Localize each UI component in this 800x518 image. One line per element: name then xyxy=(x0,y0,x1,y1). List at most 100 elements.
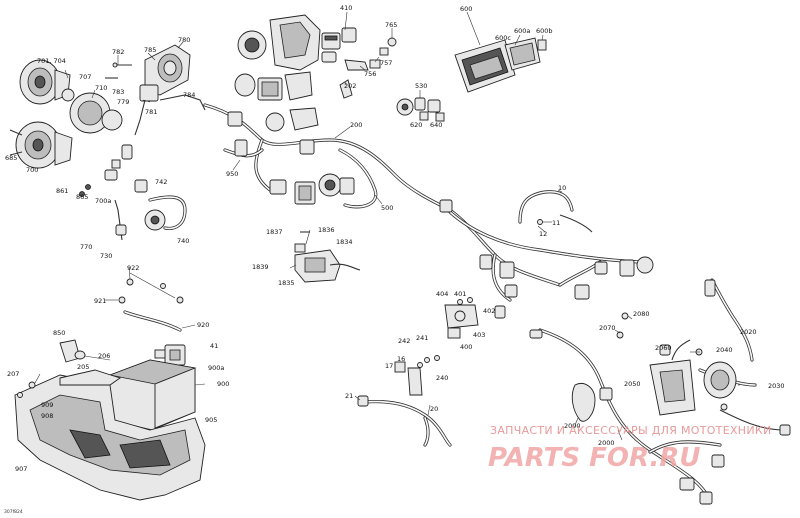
callout-922: 922 xyxy=(127,264,139,272)
callout-410: 410 xyxy=(340,4,352,12)
callout-2080: 2080 xyxy=(633,310,650,318)
callout-400: 400 xyxy=(460,343,472,351)
relay-cluster-530 xyxy=(396,97,445,122)
callout-756: 756 xyxy=(364,70,376,78)
harness-920 xyxy=(123,310,182,332)
callout-782: 782 xyxy=(112,48,124,56)
callout-620: 620 xyxy=(410,121,422,129)
callout-240: 240 xyxy=(436,374,448,382)
callout-21: 21 xyxy=(345,392,353,400)
callout-16: 16 xyxy=(397,355,405,363)
callout-402: 402 xyxy=(483,307,495,315)
callout-401: 401 xyxy=(454,290,466,298)
callout-403: 403 xyxy=(473,331,485,339)
callout-779: 779 xyxy=(117,98,129,106)
callout-865: 865 xyxy=(76,193,88,201)
callout-908: 908 xyxy=(41,412,53,420)
callout-730: 730 xyxy=(100,252,112,260)
callout-10: 10 xyxy=(558,184,566,192)
callout-41: 41 xyxy=(210,342,218,350)
harness-2000 xyxy=(538,328,722,502)
callout-2070: 2070 xyxy=(599,324,616,332)
document-number: 307f824 xyxy=(4,509,23,515)
callout-784: 784 xyxy=(183,91,195,99)
callout-781: 781 xyxy=(145,108,157,116)
callout-200: 200 xyxy=(350,121,362,129)
connector-housing-600 xyxy=(454,37,547,93)
callout-742: 742 xyxy=(155,178,167,186)
callout-921: 921 xyxy=(94,297,106,305)
callout-20: 20 xyxy=(430,405,438,413)
callout-701-704: 701, 704 xyxy=(37,57,66,65)
callout-206: 206 xyxy=(98,352,110,360)
callout-242: 242 xyxy=(398,337,410,345)
callout-905: 905 xyxy=(205,416,217,424)
callout-2000: 2000 xyxy=(598,439,615,447)
harness-2020 xyxy=(671,278,754,362)
callout-404: 404 xyxy=(436,290,448,298)
harness-10 xyxy=(518,190,593,233)
callout-530: 530 xyxy=(415,82,427,90)
callout-1834: 1834 xyxy=(336,238,353,246)
callout-1836: 1836 xyxy=(318,226,335,234)
callout-700a: 700a xyxy=(95,197,111,205)
starter-assembly xyxy=(15,44,206,241)
callout-12: 12 xyxy=(539,230,547,238)
switch-assembly-400 xyxy=(444,304,479,339)
callout-850: 850 xyxy=(53,329,65,337)
module-1835 xyxy=(294,243,361,283)
connectors-2000 xyxy=(679,424,791,505)
callout-909: 909 xyxy=(41,401,53,409)
callout-900: 900 xyxy=(217,380,229,388)
callout-740: 740 xyxy=(177,237,189,245)
callout-207: 207 xyxy=(7,370,19,378)
callout-1835: 1835 xyxy=(278,279,295,287)
harness-20 xyxy=(363,399,452,447)
callout-17: 17 xyxy=(385,362,393,370)
callout-1839: 1839 xyxy=(252,263,269,271)
callout-685: 685 xyxy=(5,154,17,162)
harness-740 xyxy=(148,195,187,231)
bolts-and-fasteners xyxy=(9,62,728,411)
callout-2050: 2050 xyxy=(624,380,641,388)
battery-900 xyxy=(108,359,197,431)
actuator-assembly-2050 xyxy=(649,279,737,416)
watermark-tagline: ЗАПЧАСТИ И АКСЕССУАРЫ ДЛЯ МОТОТЕХНИКИ xyxy=(490,424,772,437)
callout-600: 600 xyxy=(460,5,472,13)
battery-tray-905 xyxy=(14,369,206,501)
callout-900a: 900a xyxy=(208,364,224,372)
callout-205: 205 xyxy=(77,363,89,371)
callout-600c: 600c xyxy=(495,34,511,42)
callout-907: 907 xyxy=(15,465,27,473)
callout-785: 785 xyxy=(144,46,156,54)
connector-21 xyxy=(357,395,369,407)
callout-861: 861 xyxy=(56,187,68,195)
callout-920: 920 xyxy=(197,321,209,329)
watermark: ЗАПЧАСТИ И АКСЕССУАРЫ ДЛЯ МОТОТЕХНИКИ PA… xyxy=(488,424,772,473)
callout-600a: 600a xyxy=(514,27,530,35)
callout-2030: 2030 xyxy=(768,382,785,390)
callout-757: 757 xyxy=(380,59,392,67)
callout-707: 707 xyxy=(79,73,91,81)
callout-783: 783 xyxy=(112,88,124,96)
bracket-240 xyxy=(394,361,423,396)
callout-765: 765 xyxy=(385,21,397,29)
sensor-2090 xyxy=(571,383,613,422)
battery-area-components xyxy=(59,339,186,366)
engine-electrical-cluster xyxy=(227,14,397,205)
callout-710: 710 xyxy=(95,84,107,92)
main-wiring-harness xyxy=(203,103,642,302)
callout-2060: 2060 xyxy=(655,344,672,352)
callout-700: 700 xyxy=(26,166,38,174)
callout-2020: 2020 xyxy=(740,328,757,336)
callout-600b: 600b xyxy=(536,27,553,35)
callout-202: 202 xyxy=(344,82,356,90)
callout-2040: 2040 xyxy=(716,346,733,354)
watermark-logo: PARTS FOR.RU xyxy=(488,443,701,473)
callout-labels: 410 765 600 600a 600b 600c 757 756 202 7… xyxy=(5,4,785,473)
callout-1837: 1837 xyxy=(266,228,283,236)
callout-2090: 2090 xyxy=(564,422,581,430)
callout-770: 770 xyxy=(80,243,92,251)
